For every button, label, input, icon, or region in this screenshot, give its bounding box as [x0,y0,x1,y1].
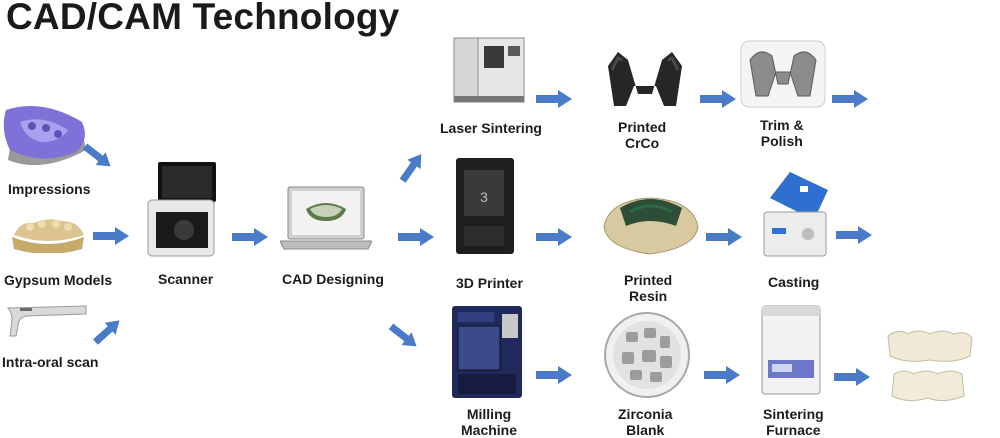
cad-designing-label: CAD Designing [282,271,384,287]
desktop-scanner-image [147,162,216,257]
gypsum-models-label: Gypsum Models [4,272,113,288]
casting-out-arrow [836,226,872,244]
gypsum-model-image [12,219,84,253]
printed-resin-framework-image [603,197,699,255]
intraoral-scanner-wand-image [6,305,87,337]
printed-crco-label: Printed CrCo [618,119,667,151]
sintering-furnace-label: Sintering Furnace [763,406,824,438]
impressions-arrow [80,140,116,173]
laptop-cad-image [280,186,372,250]
trim-polish-label: Trim & Polish [760,117,804,149]
gypsum-arrow [93,227,129,245]
printed-crco-framework-image [608,52,682,106]
polished-metal-framework-image [740,40,826,108]
sintering-furnace-image [761,305,821,395]
casting-label: Casting [768,274,820,290]
resin-to-casting-arrow [706,228,742,246]
laser-sintering-label: Laser Sintering [440,120,542,136]
milling-machine-image [452,306,522,398]
svg-text:3: 3 [480,189,488,205]
zirconia-blank-disc-image [604,312,690,398]
milling-to-zirconia-arrow [536,366,572,384]
printed-resin-label: Printed Resin [624,272,673,304]
impressions-label: Impressions [8,181,91,197]
casting-machine-image [763,172,828,257]
3d-printer-label: 3D Printer [456,275,523,291]
intra-oral-scan-label: Intra-oral scan [2,354,99,370]
dental-impression-tray-image [3,106,86,166]
furnace-out-arrow [834,368,870,386]
laser-to-crco-arrow [536,90,572,108]
zirconia-bridges-image [887,330,973,402]
polish-out-arrow [832,90,868,108]
zirconia-to-furnace-arrow [704,366,740,384]
cad-to-milling-arrow [386,320,422,353]
cad-to-printer-arrow [398,228,434,246]
scanner-label: Scanner [158,271,214,287]
page-title: CAD/CAM Technology [6,0,400,37]
milling-machine-label: Milling Machine [461,406,518,438]
3d-printer-image: 3 [456,158,514,254]
cad-to-laser-arrow [396,149,428,186]
laser-sintering-machine-image [453,37,525,103]
zirconia-blank-label: Zirconia Blank [618,406,673,438]
printer-to-resin-arrow [536,228,572,246]
crco-to-polish-arrow [700,90,736,108]
scanner-arrow [232,228,268,246]
intraoral-arrow [90,314,125,349]
